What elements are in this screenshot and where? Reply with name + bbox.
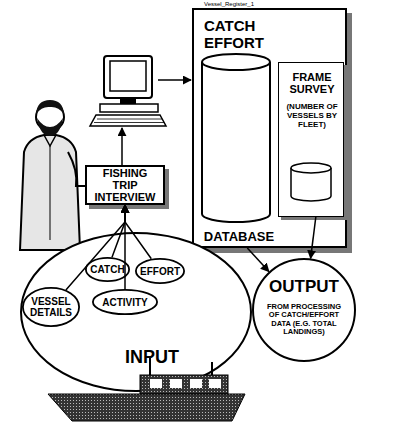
frame-cylinder-top xyxy=(291,163,331,173)
computer-keyboard xyxy=(90,115,166,126)
boat-window xyxy=(209,379,221,388)
keyboard-row xyxy=(94,122,164,123)
interview-box: FISHING TRIP INTERVIEW xyxy=(85,165,165,205)
flow-connector xyxy=(112,205,125,257)
node-ellipse xyxy=(136,259,184,283)
node-text: OUTPUT xyxy=(254,278,354,297)
person-beard xyxy=(37,118,63,136)
person-collar xyxy=(44,135,56,146)
file-label: Vessel_Register_1 xyxy=(204,1,254,8)
flow-connector xyxy=(124,205,126,289)
node-ellipse xyxy=(21,233,251,391)
computer-monitor xyxy=(104,56,152,98)
node-text: FRAME SURVEY xyxy=(281,71,343,95)
node-ellipse xyxy=(23,288,79,326)
boat-mast xyxy=(149,356,151,376)
output-circle: OUTPUT FROM PROCESSING OF CATCH/EFFORT DA… xyxy=(252,258,356,362)
person-shirt-line xyxy=(50,146,51,240)
node-text: EFFORT xyxy=(135,258,185,284)
data-entry-arrow xyxy=(158,79,191,81)
database-cylinder xyxy=(202,62,270,222)
node-text: FROM PROCESSING OF CATCH/EFFORT DATA (E.… xyxy=(264,303,344,336)
node-ellipse xyxy=(253,259,355,361)
input-ellipse: INPUTCATCHEFFORTVESSEL DETAILSACTIVITY xyxy=(20,232,252,392)
person-hair xyxy=(36,100,64,114)
computer-base xyxy=(100,104,158,112)
boat-window xyxy=(190,379,202,388)
boat-window xyxy=(170,379,182,388)
database-cylinder-top xyxy=(202,54,270,70)
person-body xyxy=(20,135,80,250)
frame-survey-box: FRAME SURVEY (NUMBER OF VESSELS BY FLEET) xyxy=(278,62,344,217)
input-oval: EFFORT xyxy=(135,258,185,284)
node-text: FISHING TRIP INTERVIEW xyxy=(87,167,163,203)
boat-window xyxy=(150,379,162,388)
flow-connector xyxy=(125,205,151,259)
input-oval: ACTIVITY xyxy=(92,289,158,315)
node-text: ACTIVITY xyxy=(92,289,158,315)
node-text: INPUT xyxy=(112,348,192,368)
flow-connector xyxy=(247,248,269,272)
keyboard-row xyxy=(97,119,162,120)
node-text: CATCH EFFORT xyxy=(204,18,274,51)
flow-connector xyxy=(311,217,316,258)
computer-stand xyxy=(120,98,136,104)
node-text: (NUMBER OF VESSELS BY FLEET) xyxy=(281,103,343,129)
computer-screen xyxy=(110,61,146,91)
boat-mast xyxy=(211,362,213,376)
flow-connector xyxy=(66,205,125,290)
node-ellipse xyxy=(86,258,129,281)
database-box: CATCH EFFORT DATABASE FRAME SURVEY (NUMBER … xyxy=(192,8,347,248)
boat-cabin xyxy=(140,375,228,394)
node-text: DATABASE xyxy=(198,230,280,244)
node-text: VESSEL DETAILS xyxy=(22,287,80,327)
boat-hull xyxy=(48,394,245,421)
input-oval: VESSEL DETAILS xyxy=(22,287,80,327)
node-ellipse xyxy=(93,290,157,314)
entry-arrow xyxy=(121,128,123,165)
